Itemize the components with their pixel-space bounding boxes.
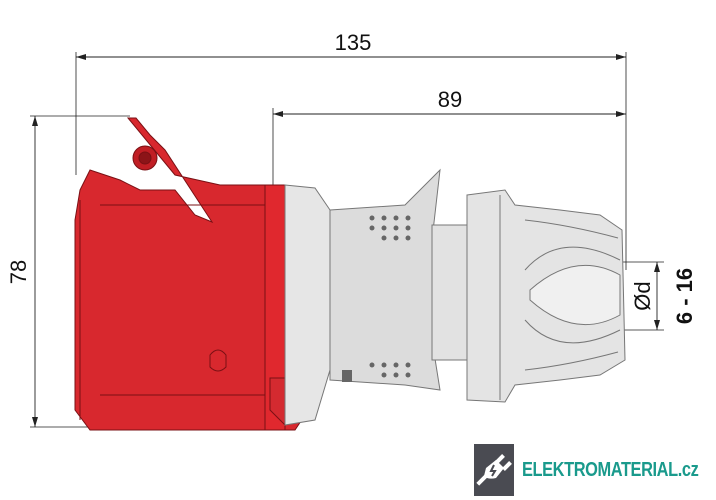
- logo-text: ELEKTROMATERIAL.cz: [522, 458, 699, 481]
- dim-89-label: 89: [438, 87, 462, 112]
- arrowheads: [32, 54, 660, 427]
- diameter-symbol-label: Ød: [630, 281, 655, 310]
- diameter-range-label: 6 - 16: [672, 268, 697, 324]
- red-housing: [74, 117, 306, 431]
- cable-gland: [466, 189, 626, 403]
- grey-body: [284, 168, 468, 426]
- dimension-lines: [34, 56, 658, 427]
- dim-78-label: 78: [6, 260, 31, 284]
- extension-lines: [30, 52, 664, 428]
- dim-135-label: 135: [335, 30, 372, 55]
- elektromaterial-logo: ELEKTROMATERIAL.cz: [474, 444, 714, 496]
- plug-lightning-icon: [474, 444, 514, 496]
